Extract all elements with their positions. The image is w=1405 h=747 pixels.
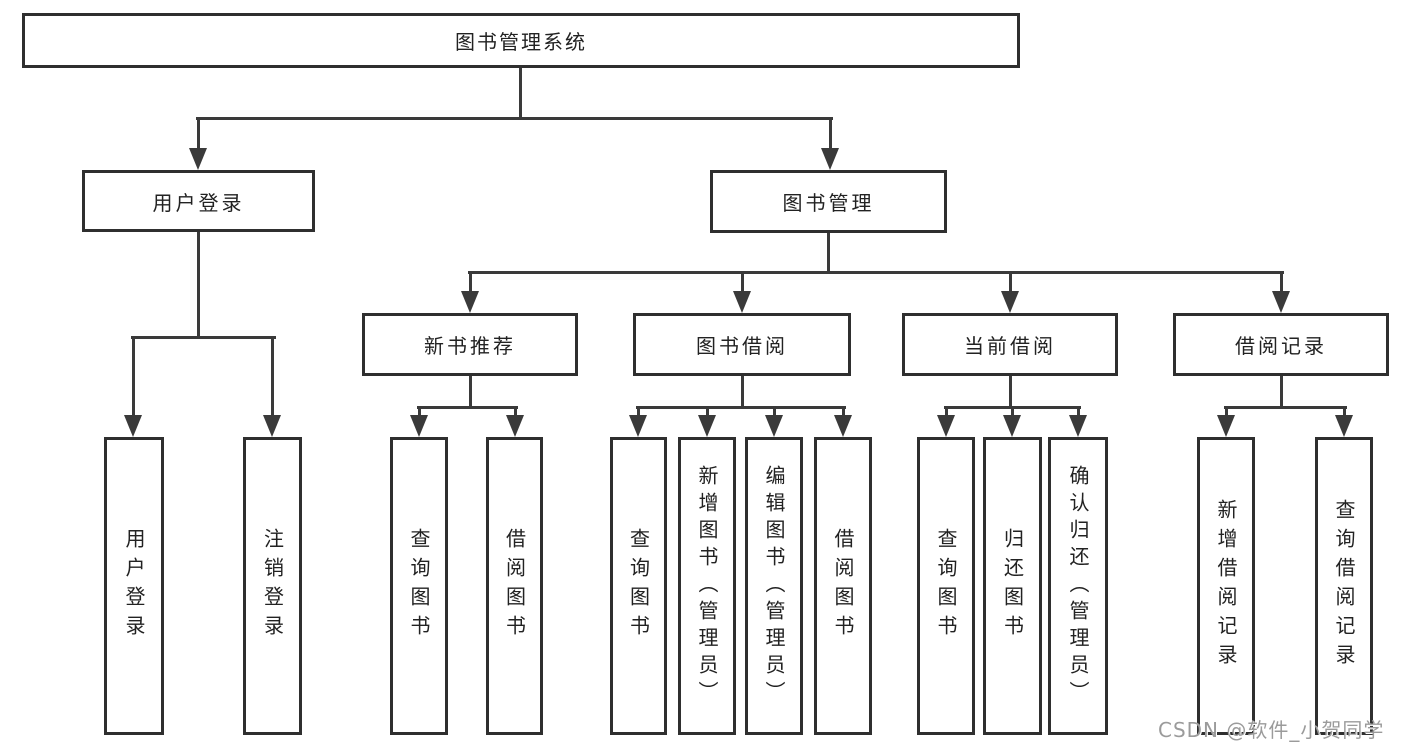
connector-line (741, 274, 744, 294)
arrow-down-icon (506, 415, 524, 437)
connector-line (197, 232, 200, 338)
connector-line (636, 406, 846, 409)
connector-line (706, 409, 709, 419)
leaf-confirm-return-admin: 确认归还（管理员） (1048, 437, 1108, 735)
arrow-down-icon (1335, 415, 1353, 437)
node-book-borrow: 图书借阅 (633, 313, 851, 376)
leaf-user-login: 用户登录 (104, 437, 164, 735)
leaf-borrow-books-recommend: 借阅图书 (486, 437, 543, 735)
connector-line (1011, 409, 1014, 419)
connector-line (1009, 376, 1012, 409)
arrow-down-icon (834, 415, 852, 437)
leaf-add-borrow-record: 新增借阅记录 (1197, 437, 1255, 735)
arrow-down-icon (765, 415, 783, 437)
node-book-management: 图书管理 (710, 170, 947, 233)
connector-line (1343, 409, 1346, 419)
node-new-book-recommend: 新书推荐 (362, 313, 578, 376)
node-borrow-records: 借阅记录 (1173, 313, 1389, 376)
arrow-down-icon (1001, 291, 1019, 313)
leaf-borrow-book: 借阅图书 (814, 437, 872, 735)
connector-line (469, 376, 472, 409)
connector-line (197, 119, 200, 152)
arrow-down-icon (124, 415, 142, 437)
csdn-watermark: CSDN @软件_小贺同学 (1158, 718, 1385, 742)
leaf-add-book-admin: 新增图书（管理员） (678, 437, 736, 735)
arrow-down-icon (937, 415, 955, 437)
connector-line (945, 409, 948, 419)
arrow-down-icon (189, 148, 207, 170)
leaf-query-borrow-record: 查询借阅记录 (1315, 437, 1373, 735)
connector-line (132, 338, 135, 419)
leaf-query-books-recommend: 查询图书 (390, 437, 448, 735)
connector-line (514, 409, 517, 419)
leaf-return-book: 归还图书 (983, 437, 1042, 735)
connector-line (1280, 274, 1283, 294)
connector-line (1009, 274, 1012, 294)
connector-line (1077, 409, 1080, 419)
node-current-borrow: 当前借阅 (902, 313, 1118, 376)
arrow-down-icon (1069, 415, 1087, 437)
leaf-edit-book-admin: 编辑图书（管理员） (745, 437, 803, 735)
connector-line (271, 338, 274, 419)
arrow-down-icon (1003, 415, 1021, 437)
connector-line (1224, 406, 1347, 409)
arrow-down-icon (263, 415, 281, 437)
arrow-down-icon (733, 291, 751, 313)
connector-line (829, 119, 832, 152)
connector-line (519, 68, 522, 119)
arrow-down-icon (629, 415, 647, 437)
connector-line (1225, 409, 1228, 419)
arrow-down-icon (821, 148, 839, 170)
connector-line (637, 409, 640, 419)
connector-line (842, 409, 845, 419)
leaf-query-books-current: 查询图书 (917, 437, 975, 735)
arrow-down-icon (1272, 291, 1290, 313)
connector-line (196, 117, 833, 120)
connector-line (417, 406, 518, 409)
arrow-down-icon (461, 291, 479, 313)
connector-line (827, 233, 830, 274)
connector-line (944, 406, 1081, 409)
node-user-login: 用户登录 (82, 170, 315, 232)
connector-line (418, 409, 421, 419)
arrow-down-icon (410, 415, 428, 437)
node-library-system: 图书管理系统 (22, 13, 1020, 68)
connector-line (468, 271, 1284, 274)
connector-line (1280, 376, 1283, 409)
connector-line (741, 376, 744, 409)
connector-line (469, 274, 472, 294)
leaf-logout-login: 注销登录 (243, 437, 302, 735)
connector-line (773, 409, 776, 419)
leaf-query-books-borrow: 查询图书 (610, 437, 667, 735)
arrow-down-icon (1217, 415, 1235, 437)
arrow-down-icon (698, 415, 716, 437)
connector-line (131, 336, 276, 339)
